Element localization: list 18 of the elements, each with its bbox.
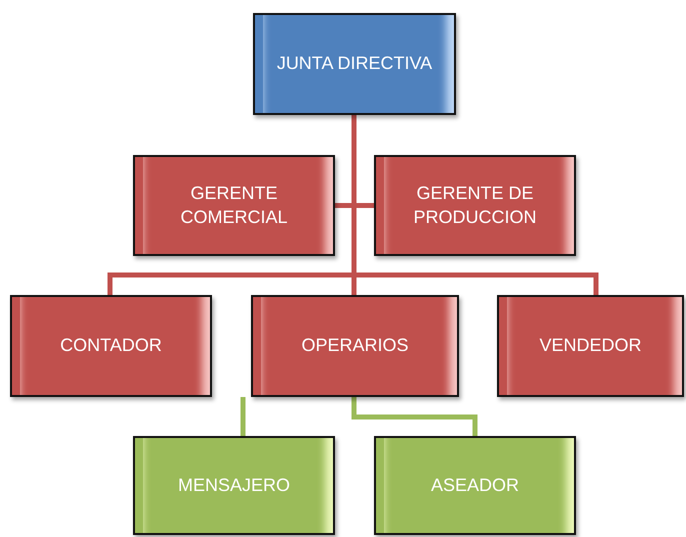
box-label: ASEADOR (430, 474, 520, 497)
org-box (497, 295, 684, 397)
org-box (10, 295, 212, 397)
org-box (253, 13, 456, 115)
org-box (133, 436, 335, 535)
box-label: CONTADOR (60, 334, 162, 358)
connector-line (240, 397, 246, 436)
box-label: MENSAJERO (178, 474, 290, 497)
box-label: GERENTE COMERCIAL (179, 182, 288, 228)
org-box (374, 436, 576, 535)
box-label: JUNTA DIRECTIVA (276, 52, 432, 76)
box-label: VENDEDOR (539, 334, 642, 358)
connector-line (352, 397, 478, 436)
org-box (374, 155, 576, 256)
org-box (133, 155, 335, 256)
box-label: GERENTE DE PRODUCCION (412, 182, 538, 228)
box-label: OPERARIOS (301, 334, 409, 358)
org-box (251, 295, 459, 397)
